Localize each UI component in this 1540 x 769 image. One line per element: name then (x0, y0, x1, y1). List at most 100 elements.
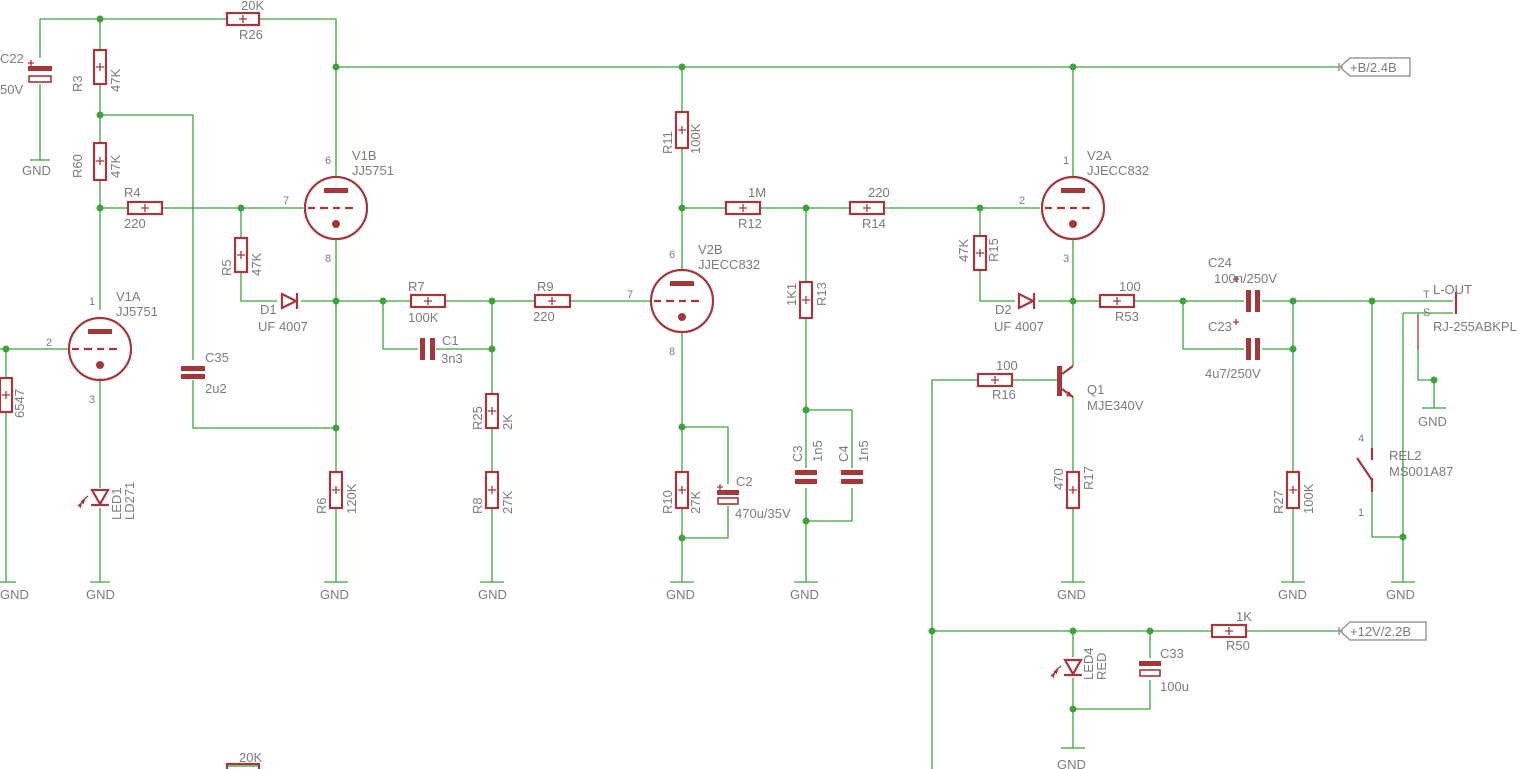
c1-name: C1 (442, 333, 459, 348)
resistor-r6 (328, 470, 344, 510)
r53-name: R53 (1115, 309, 1139, 324)
resistor-r16 (976, 372, 1014, 388)
resistor-r27 (1285, 470, 1301, 510)
tube-v1a (67, 316, 133, 382)
gnd-label: GND (320, 587, 349, 602)
bottom-resistor-value: 20K (239, 750, 262, 765)
pin-number: 3 (1063, 253, 1069, 265)
capacitor-c1 (420, 338, 435, 360)
v1b-value: JJ5751 (352, 163, 394, 178)
resistor-r7 (409, 293, 447, 309)
pin-number: 8 (669, 346, 675, 358)
d2-name: D2 (995, 302, 1012, 317)
c33-value: 100u (1160, 679, 1189, 694)
r7-name: R7 (408, 279, 425, 294)
r17-name: R17 (1081, 466, 1096, 490)
pin-number: 3 (89, 394, 95, 406)
pin-number: 2 (1019, 195, 1025, 207)
port-b-label: +B/2.4B (1350, 60, 1397, 75)
pin-number: 1 (1063, 155, 1069, 167)
diode-d2 (1017, 292, 1036, 310)
c2-name: C2 (736, 474, 753, 489)
gnd-label: GND (478, 587, 507, 602)
r8-name: R8 (470, 497, 485, 514)
pin-number: 6 (669, 249, 675, 261)
rel2-name: REL2 (1389, 448, 1422, 463)
r4-value: 220 (124, 216, 146, 231)
c23-value: 4u7/250V (1205, 366, 1261, 381)
gnd-label: GND (22, 163, 51, 178)
port-12v-label: +12V/2.2B (1350, 624, 1411, 639)
pin-number: 8 (325, 253, 331, 265)
capacitor-c35 (181, 366, 205, 379)
r15-name: R15 (986, 238, 1001, 262)
gnd-label: GND (1057, 757, 1086, 769)
gnd-label: GND (790, 587, 819, 602)
tube-v2a (1040, 175, 1106, 241)
r4-name: R4 (124, 185, 141, 200)
led4-name: LED4 (1081, 647, 1096, 680)
resistor-r26 (225, 11, 261, 27)
pin-numbers: 6 7 8 1 2 3 6 7 8 1 2 3 4 1 (46, 155, 1364, 519)
r11-name: R11 (660, 131, 675, 154)
c24-name: C24 (1208, 255, 1232, 270)
diode-d1 (280, 292, 299, 310)
resistor-left (0, 376, 14, 414)
r3-name: R3 (70, 75, 85, 92)
r14-value: 220 (868, 185, 890, 200)
capacitor-c3 (795, 470, 817, 484)
capacitor-c24 (1233, 276, 1260, 312)
r27-value: 100K (1301, 483, 1316, 514)
tube-v2b (649, 268, 715, 334)
r17-value: 470 (1051, 468, 1066, 490)
pin-number: 2 (46, 337, 52, 349)
c24-value: 100n/250V (1214, 271, 1277, 286)
d1-value: UF 4007 (258, 319, 308, 334)
capacitor-c2 (717, 484, 739, 505)
capacitor-c22 (28, 60, 52, 83)
d1-name: D1 (260, 302, 277, 317)
v1a-name: V1A (116, 289, 141, 304)
pin-number: 1 (1358, 507, 1364, 519)
r25-value: 2K (500, 414, 515, 430)
r6-name: R6 (314, 497, 329, 514)
r12-value: 1M (748, 185, 766, 200)
r26-value: 20K (241, 0, 264, 13)
resistor-r53 (1098, 293, 1136, 309)
r60-name: R60 (70, 154, 85, 178)
r60-value: 47K (108, 155, 123, 178)
c3-value: 1n5 (810, 440, 825, 462)
pin-number: 6 (325, 155, 331, 167)
rel2-value: MS001A87 (1389, 464, 1453, 479)
r13-name: R13 (814, 282, 829, 306)
pin-number: 4 (1358, 433, 1364, 445)
r6-value: 120K (344, 483, 359, 514)
r16-name: R16 (992, 387, 1016, 402)
resistor-r3 (92, 48, 108, 86)
led-led4 (1050, 658, 1083, 679)
capacitor-c23 (1233, 319, 1260, 360)
r25-name: R25 (470, 406, 485, 430)
c22-value: 50V (0, 82, 23, 97)
port-b (1335, 57, 1411, 77)
pin-number: 7 (283, 195, 289, 207)
r8-value: 27K (500, 491, 515, 514)
gnd-label: GND (1418, 414, 1447, 429)
resistor-r25 (484, 392, 500, 430)
resistor-r5 (233, 236, 249, 274)
r5-name: R5 (219, 259, 234, 276)
r27-name: R27 (1271, 490, 1286, 514)
gnd-label: GND (0, 587, 29, 602)
resistor-r17 (1065, 470, 1081, 510)
v1b-name: V1B (352, 148, 377, 163)
relay-rel2 (1356, 448, 1374, 492)
gnd-label: GND (1386, 587, 1415, 602)
r10-name: R10 (660, 490, 675, 514)
v2b-name: V2B (698, 242, 723, 257)
r10-value: 27K (688, 491, 703, 514)
led4-value: RED (1094, 653, 1109, 680)
resistor-r12 (724, 200, 762, 216)
r9-value: 220 (533, 309, 555, 324)
v2b-value: JJECC832 (698, 257, 760, 272)
